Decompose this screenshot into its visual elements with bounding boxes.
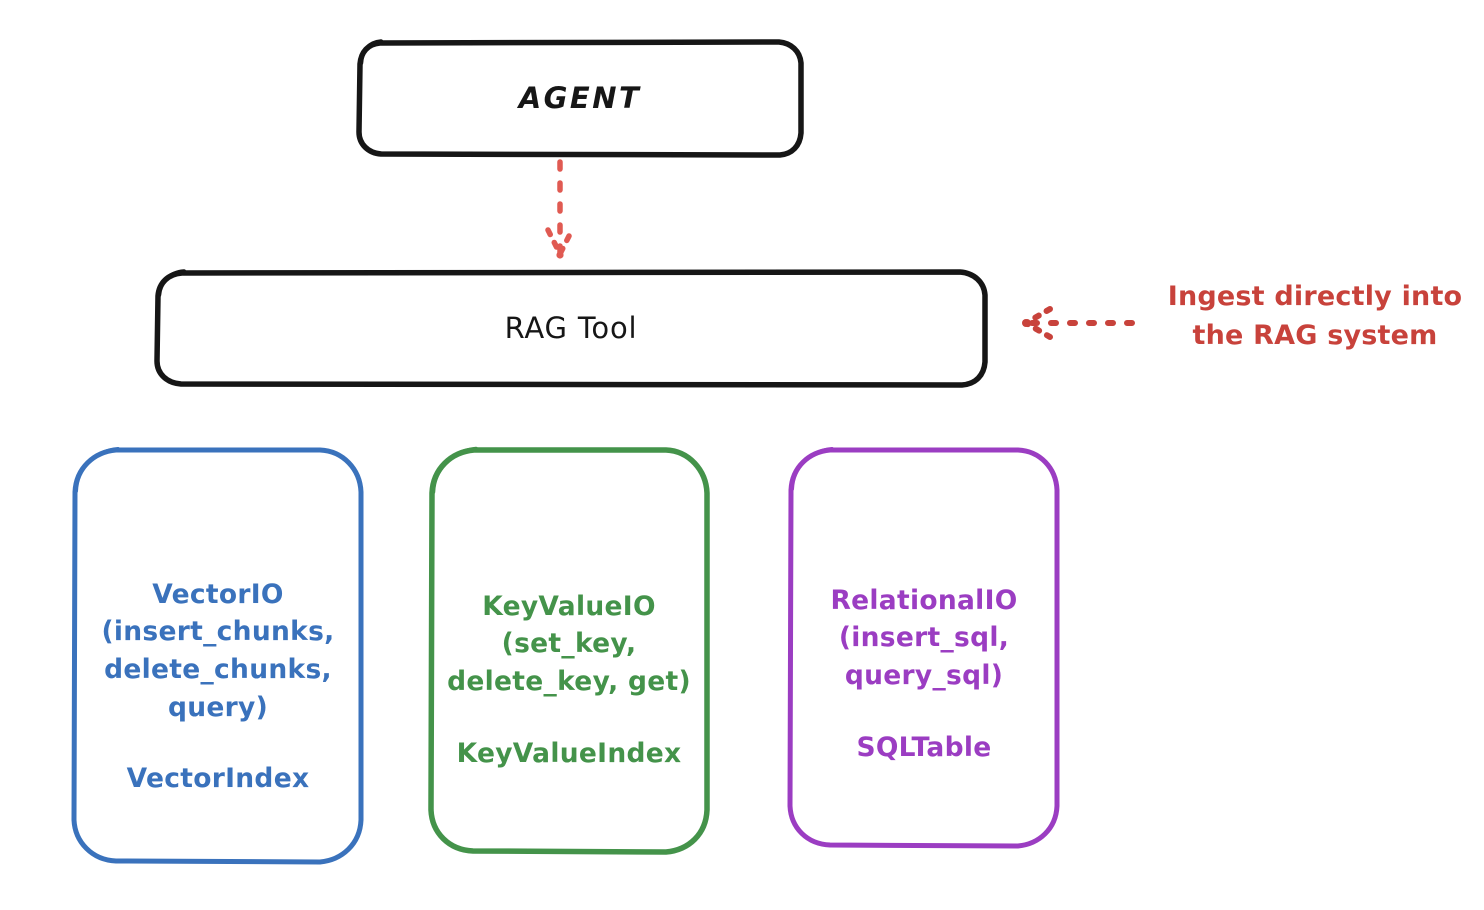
key-value-io-label: KeyValueIO (set_key, delete_key, get) Ke… — [447, 446, 691, 810]
key-value-io-node-frame — [428, 446, 710, 855]
agent-node[interactable]: AGENT — [356, 38, 804, 158]
vector-io-label: VectorIO (insert_chunks, delete_chunks, … — [101, 446, 334, 835]
relational-io-node[interactable]: RelationalIO (insert_sql, query_sql) SQL… — [786, 446, 1062, 850]
relational-io-label: RelationalIO (insert_sql, query_sql) SQL… — [830, 446, 1017, 804]
rag-tool-label: RAG Tool — [504, 310, 638, 345]
vector-io-node-frame — [71, 447, 364, 865]
vector-io-node[interactable]: VectorIO (insert_chunks, delete_chunks, … — [70, 446, 366, 866]
agent-label: AGENT — [518, 80, 642, 115]
agent-to-rag-tool-arrow — [545, 159, 575, 259]
ingest-annotation-label: Ingest directly into the RAG system — [1167, 281, 1463, 352]
relational-io-sub-label: SQLTable — [856, 731, 992, 763]
rag-tool-node[interactable]: RAG Tool — [154, 268, 988, 388]
rag-tool-node-frame — [154, 269, 988, 388]
key-value-io-methods: KeyValueIO (set_key, delete_key, get) — [447, 590, 691, 697]
vector-io-methods: VectorIO (insert_chunks, delete_chunks, … — [101, 578, 335, 723]
relational-io-methods: RelationalIO (insert_sql, query_sql) — [830, 584, 1018, 691]
relational-io-node-frame — [787, 447, 1060, 849]
ingest-arrow — [1022, 306, 1135, 340]
agent-node-frame — [356, 39, 804, 158]
key-value-io-sub-label: KeyValueIndex — [456, 737, 682, 769]
key-value-io-node[interactable]: KeyValueIO (set_key, delete_key, get) Ke… — [426, 446, 712, 856]
vector-io-sub-label: VectorIndex — [126, 763, 310, 795]
